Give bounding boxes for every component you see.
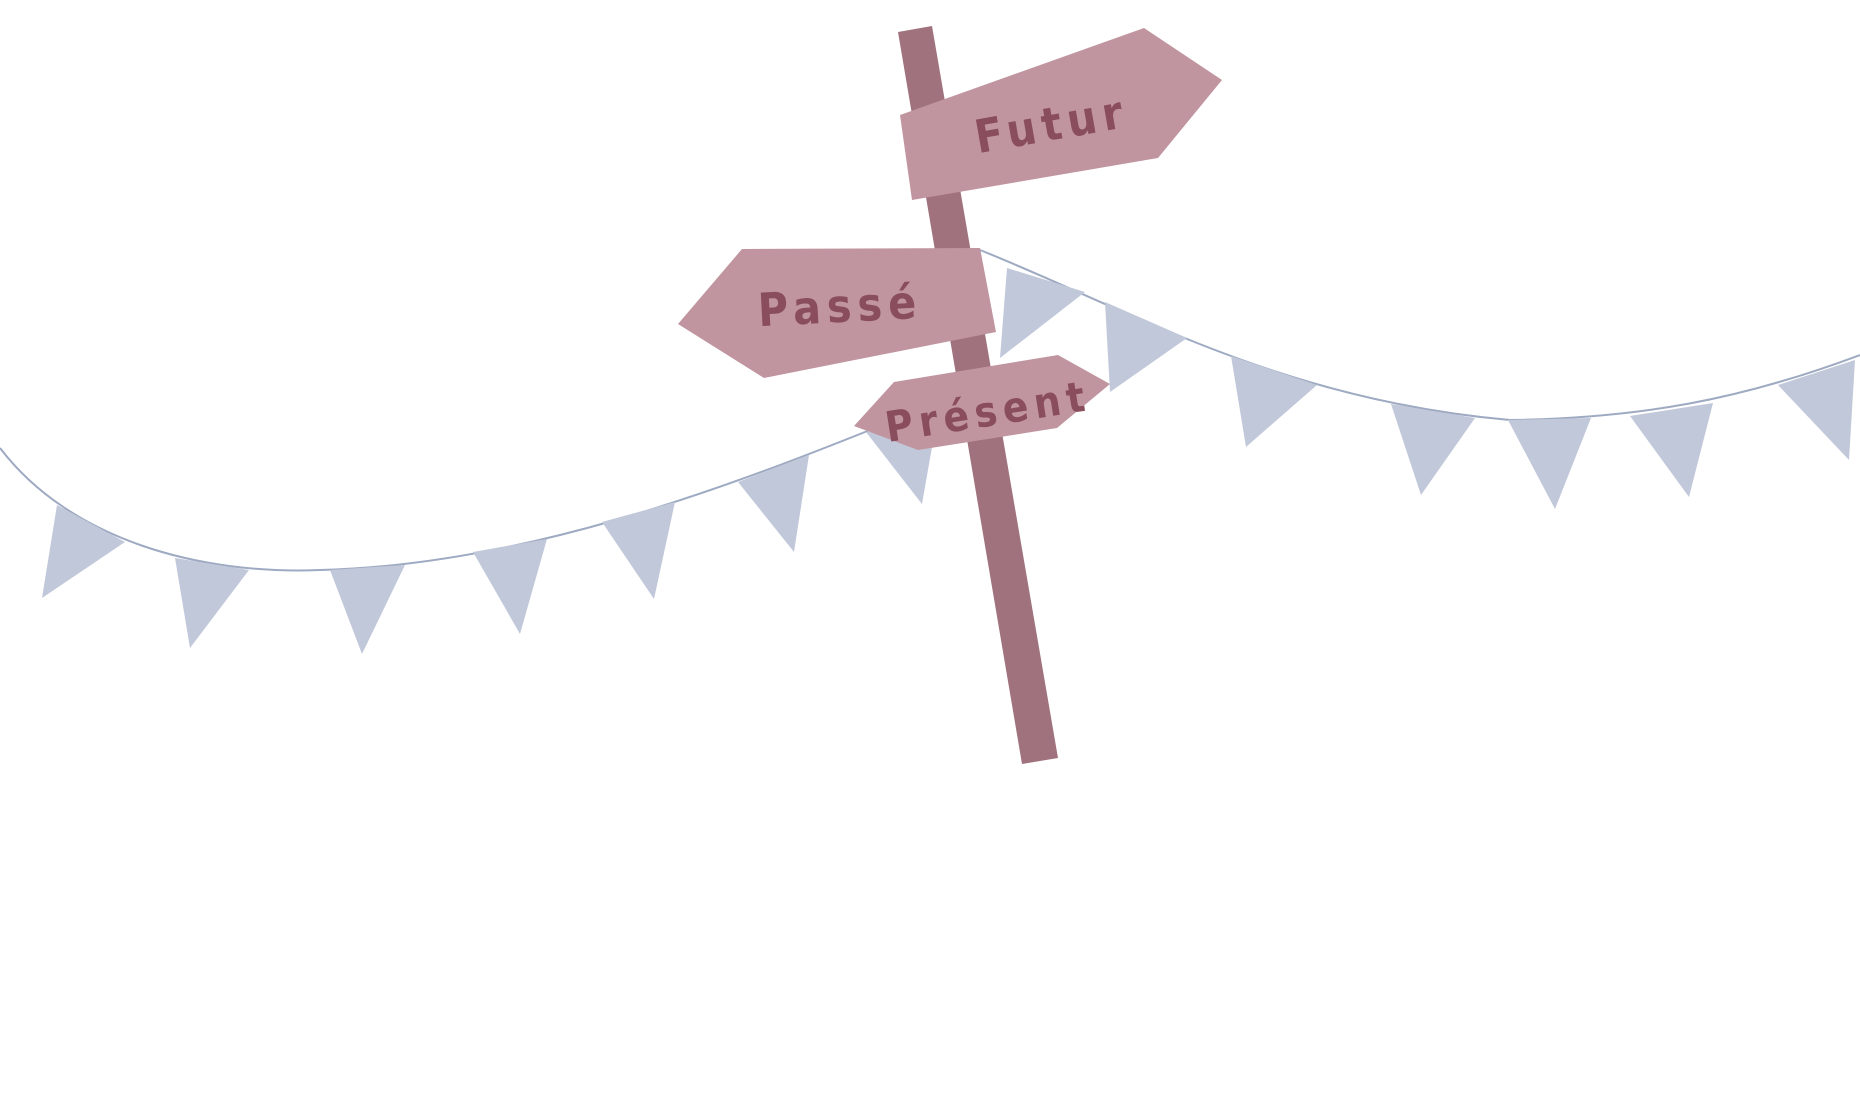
pennant [42,505,125,598]
sign-present: Présent [854,355,1110,452]
pennant [1000,268,1085,358]
pennants-left [42,430,935,654]
pennant [473,539,547,634]
bunting-string-left [0,429,871,572]
sign-passe-board [678,248,996,378]
pennant [1105,302,1187,392]
sign-passe-label: Passé [757,275,924,338]
pennant [1778,360,1855,460]
sign-futur: Futur [900,28,1222,200]
sign-passe: Passé [678,248,996,378]
pennant [1391,404,1475,495]
pennants-right [1000,268,1855,509]
sign-present-board [854,355,1110,450]
pennant [1508,418,1591,509]
pennant [1231,356,1317,447]
pennant [175,558,249,648]
pennant [330,565,405,654]
sign-futur-board [900,28,1222,200]
pennant [738,455,809,552]
pennant [602,502,675,599]
pennant [1630,403,1713,497]
